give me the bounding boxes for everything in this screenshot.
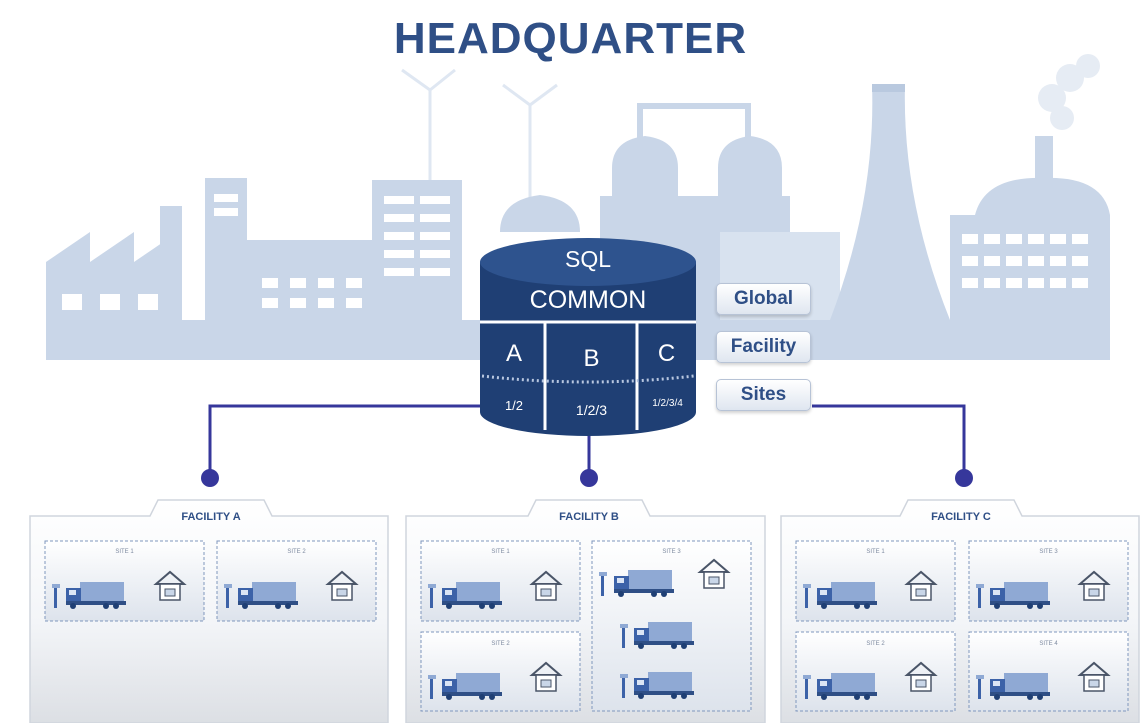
partition-letter: A [505, 340, 522, 367]
site-label: SITE 2 [491, 641, 510, 647]
site-card [795, 540, 956, 622]
site-card [968, 631, 1129, 712]
common-label: COMMON [529, 286, 647, 314]
connector-node-b [580, 469, 598, 487]
level-tag-facility: Facility [716, 331, 811, 363]
partition-letter: B [583, 345, 600, 372]
facility-title: FACILITY A [181, 511, 241, 523]
site-card [216, 540, 377, 622]
site-card [591, 540, 752, 712]
site-card [795, 631, 956, 712]
partition-sites: 1/2/3/4 [652, 398, 683, 409]
site-label: SITE 3 [662, 549, 681, 555]
site-card [968, 540, 1129, 622]
sql-database-cylinder [480, 238, 696, 436]
site-label: SITE 1 [866, 549, 885, 555]
site-card [44, 540, 205, 622]
connector-node-a [201, 469, 219, 487]
sql-label: SQL [564, 246, 612, 272]
page-title: HEADQUARTER [393, 14, 748, 63]
site-card [420, 631, 581, 712]
site-label: SITE 2 [287, 549, 306, 555]
level-tag-sites: Sites [716, 379, 811, 411]
site-label: SITE 1 [115, 549, 134, 555]
partition-sites: 1/2/3 [575, 402, 608, 418]
level-tag-global: Global [716, 283, 811, 315]
site-label: SITE 4 [1039, 641, 1058, 647]
connector-node-c [955, 469, 973, 487]
site-label: SITE 1 [491, 549, 510, 555]
partition-sites: 1/2 [504, 398, 524, 413]
site-label: SITE 3 [1039, 549, 1058, 555]
facility-title: FACILITY C [931, 511, 991, 523]
dotted-separator [481, 374, 695, 384]
partition-letter: C [657, 340, 676, 367]
site-label: SITE 2 [866, 641, 885, 647]
site-card [420, 540, 581, 622]
facility-title: FACILITY B [559, 511, 619, 523]
